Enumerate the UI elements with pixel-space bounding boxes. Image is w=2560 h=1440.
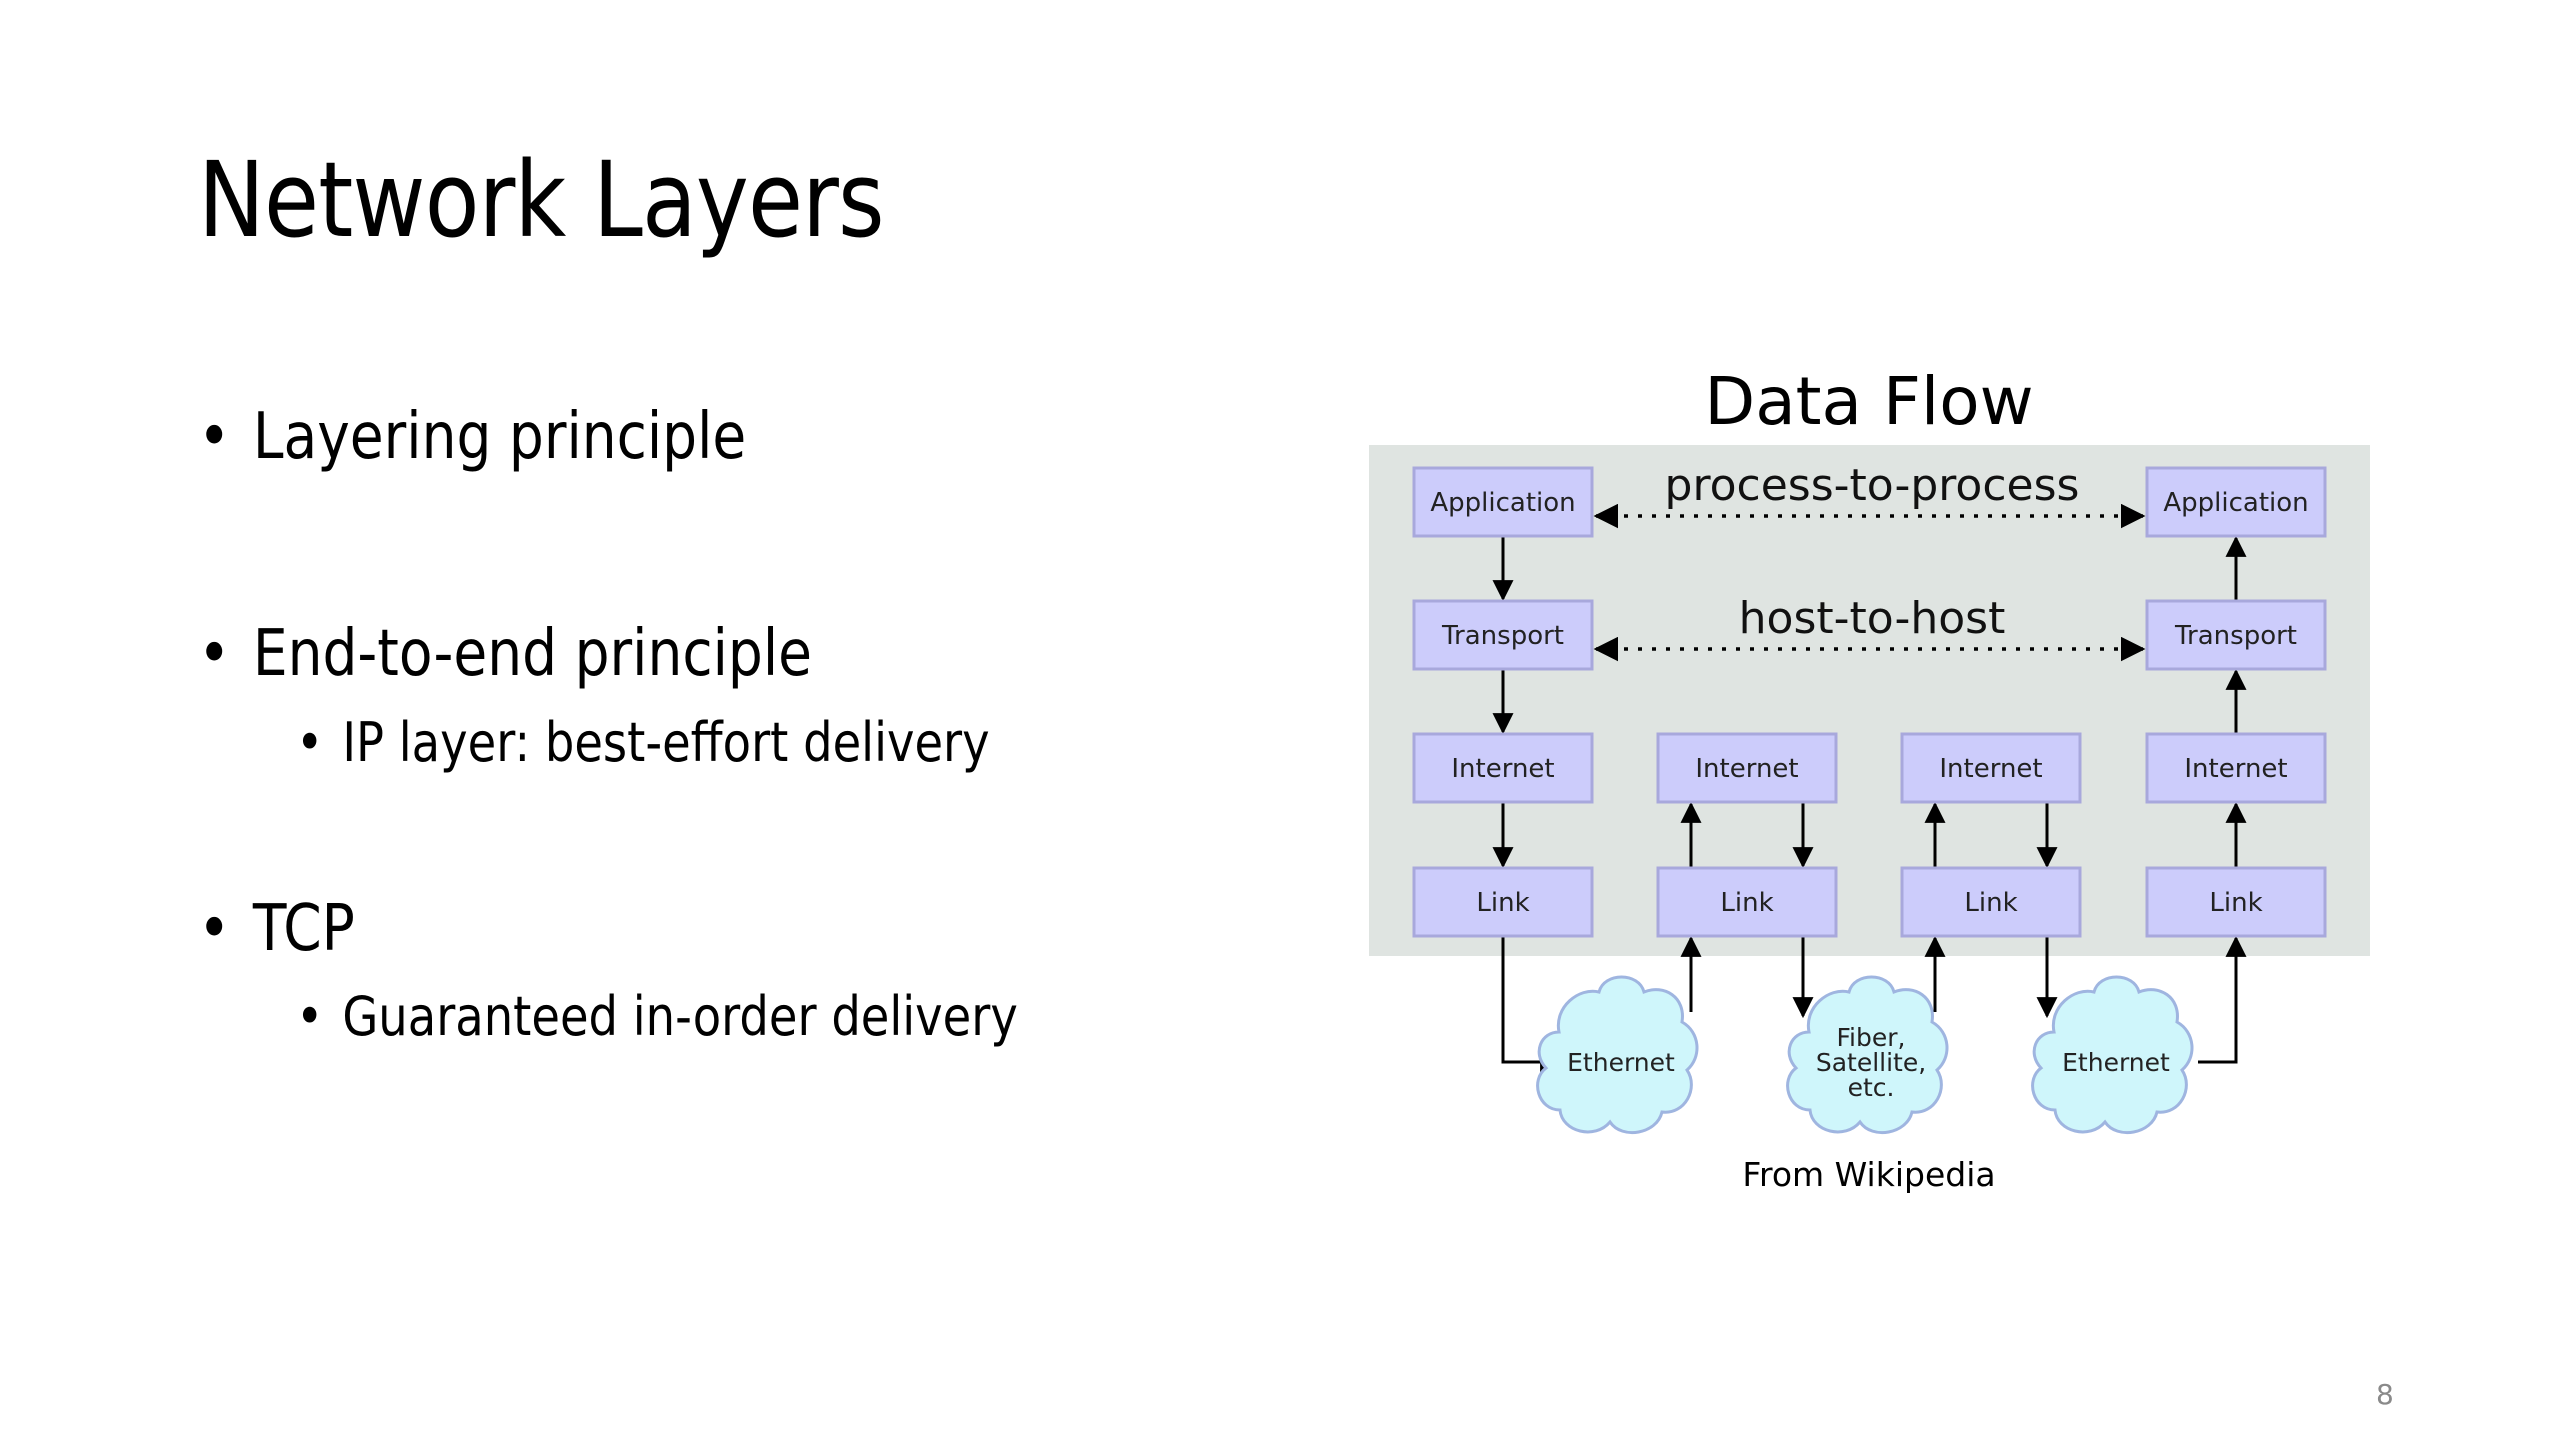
bullet-text: End-to-end principle xyxy=(252,617,812,691)
cloud-label: etc. xyxy=(1848,1073,1895,1102)
layer-box-rect xyxy=(2145,732,2327,804)
layer-box-application: Application xyxy=(2145,466,2327,538)
page-number: 8 xyxy=(2376,1378,2394,1411)
peer-link-process-to-process: process-to-process xyxy=(1593,460,2146,529)
layer-box-label: Application xyxy=(1430,488,1575,518)
bullet-text: Layering principle xyxy=(252,400,747,474)
layer-box-rect xyxy=(1412,599,1594,671)
layer-box-label: Internet xyxy=(2184,754,2287,784)
peer-link-label: host-to-host xyxy=(1739,593,2006,644)
layer-box-rect xyxy=(1412,466,1594,538)
layer-box-label: Application xyxy=(2163,488,2308,518)
layer-box-rect xyxy=(1412,732,1594,804)
cloud-label: Ethernet xyxy=(2062,1048,2170,1077)
bullet-text: Guaranteed in-order delivery xyxy=(342,985,1018,1048)
layer-box-rect xyxy=(2145,866,2327,938)
diagram-title: Data Flow xyxy=(1704,363,2033,440)
layer-box-label: Link xyxy=(1720,888,1773,918)
arrow-ethernet-to-link xyxy=(2198,935,2247,1064)
layer-box-label: Internet xyxy=(1451,754,1554,784)
network-cloud: Fiber,Satellite,etc. xyxy=(1786,975,1949,1134)
layer-box-rect xyxy=(1656,732,1838,804)
layer-box-link: Link xyxy=(1656,866,1838,938)
layer-box-link: Link xyxy=(1412,866,1594,938)
layer-box-link: Link xyxy=(2145,866,2327,938)
peer-link-label: process-to-process xyxy=(1665,460,2080,511)
bullet-dot: • xyxy=(296,985,324,1048)
layer-box-label: Transport xyxy=(1441,621,1564,651)
layer-box-internet: Internet xyxy=(1656,732,1838,804)
bullet-dot: • xyxy=(198,400,231,474)
layer-box-rect xyxy=(2145,599,2327,671)
cloud-shape xyxy=(1536,975,1699,1134)
bullet-tcp: •TCP xyxy=(198,897,355,961)
network-clouds: Ethernet Fiber,Satellite,etc. Ethernet xyxy=(1536,975,2194,1134)
layer-box-label: Internet xyxy=(1939,754,2042,784)
layer-box-label: Link xyxy=(1476,888,1529,918)
layer-box-rect xyxy=(2145,466,2327,538)
layer-box-label: Internet xyxy=(1695,754,1798,784)
diagram-caption: From Wikipedia xyxy=(1742,1155,1995,1194)
bullet-end-to-end: •End-to-end principle xyxy=(198,622,812,686)
layer-box-rect xyxy=(1900,866,2082,938)
cloud-label: Satellite, xyxy=(1816,1048,1926,1077)
bullet-dot: • xyxy=(198,892,231,966)
layer-box-label: Link xyxy=(2209,888,2262,918)
bullet-layering: •Layering principle xyxy=(198,405,746,469)
layer-box-application: Application xyxy=(1412,466,1594,538)
bullet-dot: • xyxy=(296,711,324,774)
network-cloud: Ethernet xyxy=(1536,975,1699,1134)
layer-box-transport: Transport xyxy=(2145,599,2327,671)
layer-box-label: Transport xyxy=(2174,621,2297,651)
layer-box-rect xyxy=(1900,732,2082,804)
bullet-text: IP layer: best-effort delivery xyxy=(342,711,990,774)
layer-box-internet: Internet xyxy=(1900,732,2082,804)
sub-bullet-ip-layer: •IP layer: best-effort delivery xyxy=(296,716,990,770)
bullet-text: TCP xyxy=(252,892,355,966)
layer-box-internet: Internet xyxy=(1412,732,1594,804)
layer-box-rect xyxy=(1656,866,1838,938)
cloud-label: Fiber, xyxy=(1837,1023,1906,1052)
layer-box-label: Link xyxy=(1964,888,2017,918)
peer-links: process-to-process host-to-host xyxy=(1593,460,2146,662)
layer-box-transport: Transport xyxy=(1412,599,1594,671)
bullet-dot: • xyxy=(198,617,231,691)
layer-box-link: Link xyxy=(1900,866,2082,938)
sub-bullet-in-order: •Guaranteed in-order delivery xyxy=(296,990,1018,1044)
cloud-shape xyxy=(2031,975,2194,1134)
peer-link-host-to-host: host-to-host xyxy=(1593,593,2146,662)
cloud-label: Ethernet xyxy=(1567,1048,1675,1077)
network-cloud: Ethernet xyxy=(2031,975,2194,1134)
slide-title: Network Layers xyxy=(198,139,885,261)
cloud-shape xyxy=(1786,975,1949,1134)
layer-box-internet: Internet xyxy=(2145,732,2327,804)
layer-box-rect xyxy=(1412,866,1594,938)
